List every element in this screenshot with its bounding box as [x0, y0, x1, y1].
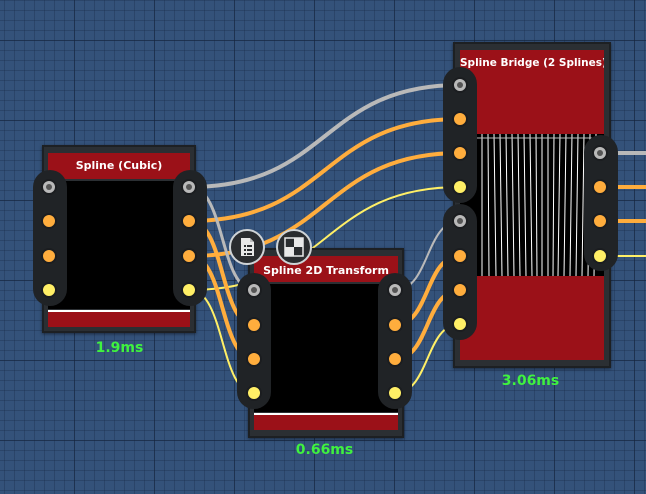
node-timing: 3.06ms: [501, 373, 560, 389]
output-port[interactable]: [592, 179, 608, 195]
node-spline-cubic[interactable]: Spline (Cubic): [42, 145, 196, 333]
output-port[interactable]: [592, 145, 608, 161]
input-port[interactable]: [41, 179, 57, 195]
output-port[interactable]: [387, 385, 403, 401]
checker-icon: [284, 237, 304, 257]
node-footer: [254, 413, 398, 430]
node-preview-top: [460, 76, 604, 134]
input-port[interactable]: [452, 282, 468, 298]
input-port[interactable]: [452, 77, 468, 93]
input-port[interactable]: [452, 316, 468, 332]
wire-gray: [188, 83, 462, 189]
input-port[interactable]: [246, 317, 262, 333]
node-preview: [48, 181, 190, 309]
node-preview-bottom: [460, 276, 604, 360]
node-title: Spline (Cubic): [48, 153, 190, 179]
output-port[interactable]: [181, 248, 197, 264]
input-port[interactable]: [246, 351, 262, 367]
node-preview: [254, 284, 398, 412]
input-port[interactable]: [452, 145, 468, 161]
node-spline-2d-transform[interactable]: Spline 2D Transform: [248, 248, 404, 438]
input-port[interactable]: [41, 248, 57, 264]
output-port[interactable]: [387, 282, 403, 298]
node-preview: [460, 134, 604, 276]
bridge-lines: [476, 134, 600, 276]
node-timing: 1.9ms: [95, 340, 144, 356]
document-icon: [241, 238, 254, 256]
output-port[interactable]: [387, 317, 403, 333]
node-timing: 0.66ms: [295, 442, 354, 458]
input-port[interactable]: [452, 179, 468, 195]
input-port[interactable]: [41, 213, 57, 229]
input-port[interactable]: [452, 111, 468, 127]
output-port[interactable]: [181, 213, 197, 229]
input-port[interactable]: [41, 282, 57, 298]
output-port[interactable]: [592, 248, 608, 264]
document-button[interactable]: [229, 229, 265, 265]
input-port[interactable]: [452, 213, 468, 229]
node-title: Spline 2D Transform: [254, 256, 398, 282]
input-port[interactable]: [246, 282, 262, 298]
node-spline-bridge[interactable]: Spline Bridge (2 Splines): [453, 42, 611, 368]
output-port[interactable]: [181, 282, 197, 298]
preview-toggle-button[interactable]: [276, 229, 312, 265]
output-port[interactable]: [181, 179, 197, 195]
input-port[interactable]: [452, 248, 468, 264]
node-title: Spline Bridge (2 Splines): [460, 50, 604, 76]
wire-orange: [188, 117, 462, 223]
node-footer: [48, 310, 190, 327]
input-port[interactable]: [246, 385, 262, 401]
output-port[interactable]: [387, 351, 403, 367]
output-port[interactable]: [592, 213, 608, 229]
